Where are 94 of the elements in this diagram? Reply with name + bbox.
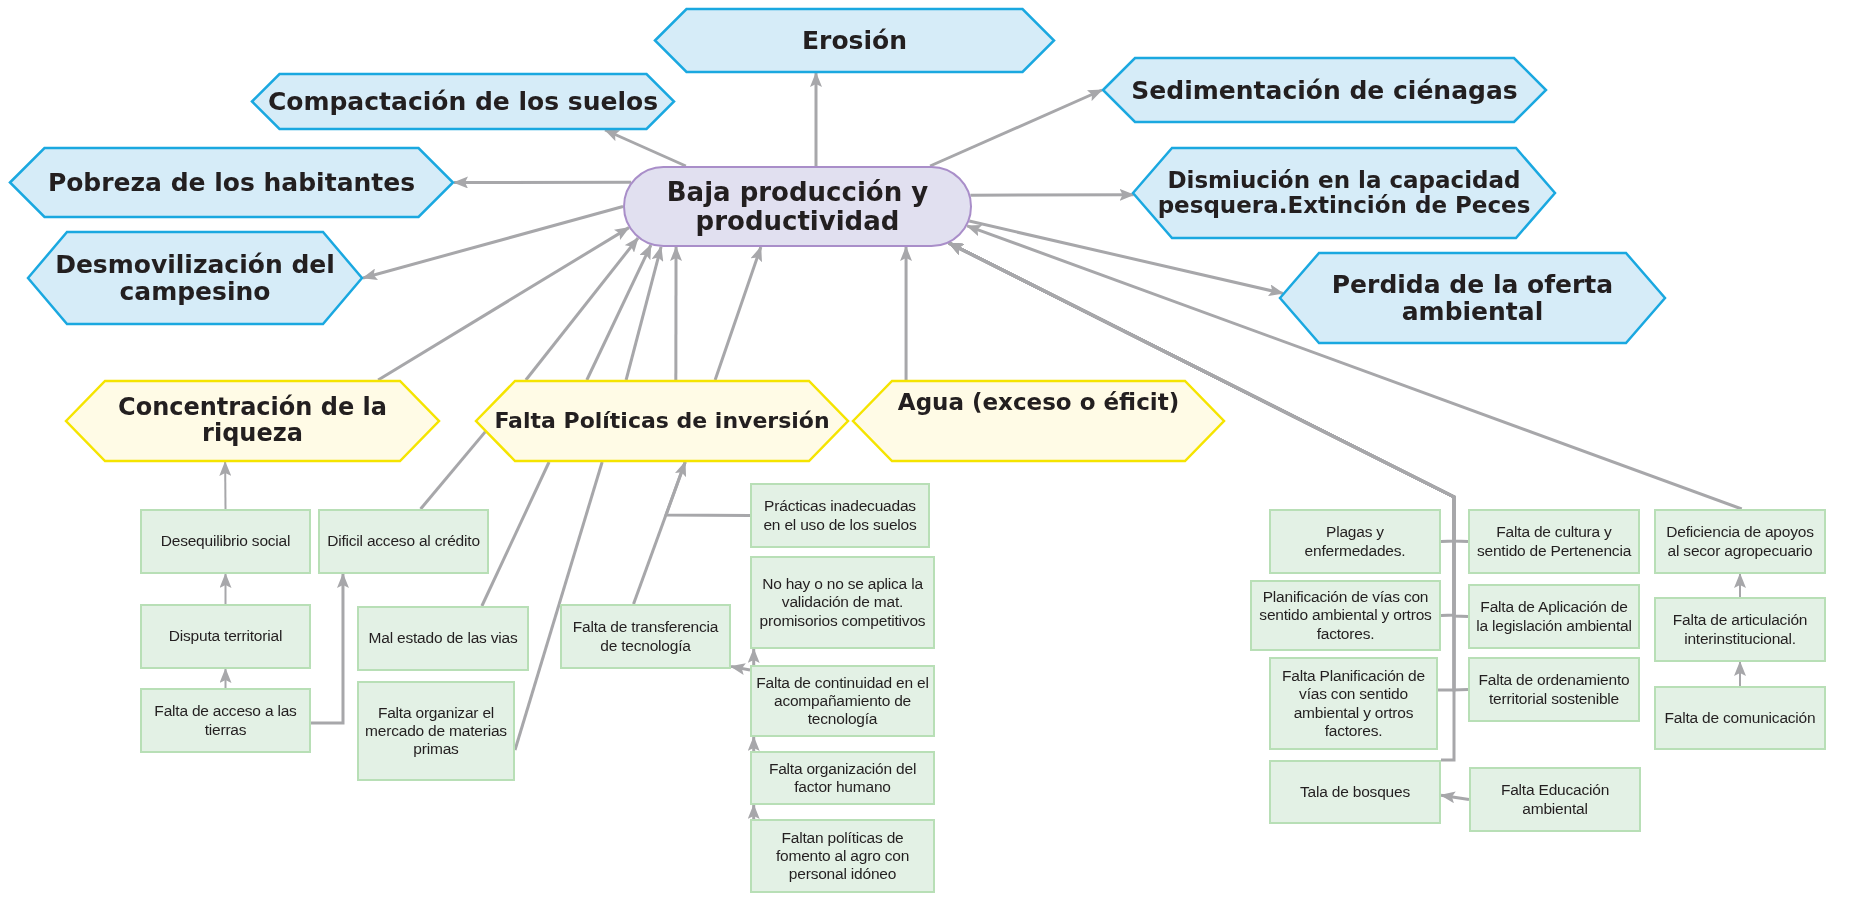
node-text: Falta Planificación de vías con sentido ambiental y ortros factores. bbox=[1281, 666, 1426, 741]
cause-box bbox=[750, 751, 935, 805]
effect-hexagon bbox=[1132, 147, 1556, 239]
node-text: Deficiencia de apoyos al secor agropecuario bbox=[1665, 523, 1815, 560]
cause-box bbox=[1269, 509, 1441, 574]
arrow bbox=[966, 224, 1743, 511]
node-text: Dificil acceso al crédito bbox=[327, 532, 480, 551]
arrow bbox=[1734, 661, 1746, 687]
arrow bbox=[1734, 573, 1746, 598]
node-text: Falta de transferencia de tecnología bbox=[571, 618, 720, 655]
cause-box bbox=[750, 665, 935, 737]
cause-box bbox=[140, 509, 311, 574]
cause-box bbox=[140, 604, 311, 669]
effect-hexagon bbox=[251, 73, 675, 130]
arrow bbox=[713, 246, 763, 381]
cause-box bbox=[750, 483, 930, 548]
node-text: Perdida de la oferta ambiental bbox=[1330, 271, 1615, 325]
arrow bbox=[362, 205, 624, 281]
connector-line bbox=[419, 430, 487, 510]
cause-box bbox=[318, 509, 489, 574]
arrow bbox=[219, 573, 232, 605]
arrow bbox=[968, 219, 1284, 297]
connector-line bbox=[480, 461, 551, 607]
node-text: Dismiución en la capacidad pesquera.Extinción de Peces bbox=[1156, 168, 1532, 218]
cause-box bbox=[357, 681, 515, 781]
cause-box bbox=[1468, 509, 1640, 574]
arrow bbox=[377, 226, 630, 382]
cause-box bbox=[140, 688, 311, 753]
cause-box bbox=[1654, 597, 1826, 662]
node-text: Falta de ordenamiento territorial sostenible bbox=[1477, 671, 1631, 708]
arrow bbox=[663, 461, 750, 517]
arrow bbox=[524, 237, 640, 381]
cause-hexagon bbox=[65, 380, 440, 462]
arrow bbox=[219, 668, 232, 689]
arrow bbox=[219, 461, 232, 510]
effect-hexagon bbox=[27, 231, 363, 325]
node-text: Falta organización del factor humano bbox=[767, 759, 918, 797]
node-text: Falta Educación ambiental bbox=[1499, 781, 1611, 818]
node-text: Falta de articulación interinstitucional. bbox=[1671, 611, 1809, 648]
node-text: Desequilibrio social bbox=[160, 532, 291, 551]
arrow bbox=[900, 246, 913, 380]
cause-box bbox=[1269, 657, 1438, 750]
arrow bbox=[929, 88, 1103, 168]
cause-box bbox=[1654, 686, 1826, 750]
node-text: Mal estado de las vias bbox=[368, 629, 518, 648]
effect-hexagon bbox=[1102, 57, 1547, 123]
node-text: Falta de Aplicación de la legislación ambiental bbox=[1475, 598, 1633, 635]
cause-box bbox=[1654, 509, 1826, 574]
node-text: Baja producción y productividad bbox=[665, 178, 930, 235]
cause-box bbox=[1469, 767, 1641, 832]
arrow bbox=[624, 245, 664, 381]
node-text: Concentración de la riqueza bbox=[117, 395, 388, 447]
arrow bbox=[747, 736, 760, 751]
node-text: Sedimentación de ciénagas bbox=[1131, 76, 1518, 104]
cause-box bbox=[357, 606, 529, 671]
node-text: Falta de comunicación bbox=[1664, 708, 1816, 728]
effect-hexagon bbox=[654, 8, 1055, 73]
cause-box bbox=[1250, 580, 1441, 651]
node-text: Prácticas inadecuadas en el uso de los suelos bbox=[762, 497, 918, 534]
cause-hexagon bbox=[475, 380, 849, 462]
arrow bbox=[1440, 791, 1470, 804]
cause-box bbox=[750, 556, 935, 649]
cause-hexagon bbox=[852, 380, 1225, 462]
node-text: Erosión bbox=[802, 27, 907, 54]
node-text: Agua (exceso o éficit) bbox=[897, 390, 1180, 415]
cause-box bbox=[750, 819, 935, 893]
node-text: Falta de acceso a las tierras bbox=[153, 702, 298, 739]
arrow bbox=[810, 72, 822, 166]
node-text: Tala de bosques bbox=[1300, 782, 1410, 802]
node-text: Falta de continuidad en el acompañamiento de tecnología bbox=[755, 673, 930, 729]
problem-pill bbox=[623, 166, 972, 247]
node-text: Falta organizar el mercado de materias primas bbox=[364, 703, 508, 759]
node-text: Compactación de los suelos bbox=[267, 88, 659, 115]
node-text: Desmovilización del campesino bbox=[54, 251, 336, 305]
arrow bbox=[747, 648, 760, 665]
node-text: Falta Políticas de inversión bbox=[494, 409, 830, 433]
node-text: Plagas y enfermedades. bbox=[1303, 523, 1407, 560]
arrow bbox=[747, 804, 760, 819]
node-text: No hay o no se aplica la validación de mat. promisorios competitivos bbox=[758, 575, 927, 630]
node-text: Faltan políticas de fomento al agro con personal idóneo bbox=[774, 828, 911, 884]
effect-hexagon bbox=[9, 147, 454, 218]
node-text: Planificación de vías con sentido ambiental y ortros factores. bbox=[1258, 588, 1433, 643]
node-text: Disputa territorial bbox=[168, 627, 283, 646]
arrow bbox=[453, 176, 632, 189]
arrow bbox=[730, 663, 751, 675]
node-text: Pobreza de los habitantes bbox=[47, 169, 416, 196]
arrow bbox=[311, 573, 349, 725]
cause-box bbox=[560, 604, 731, 669]
cause-box bbox=[1468, 657, 1640, 722]
cause-box bbox=[1269, 760, 1441, 824]
effect-hexagon bbox=[1279, 252, 1666, 344]
cause-box bbox=[1468, 584, 1640, 649]
node-text: Falta de cultura y sentido de Pertenencia bbox=[1475, 523, 1633, 560]
arrow bbox=[670, 246, 683, 380]
